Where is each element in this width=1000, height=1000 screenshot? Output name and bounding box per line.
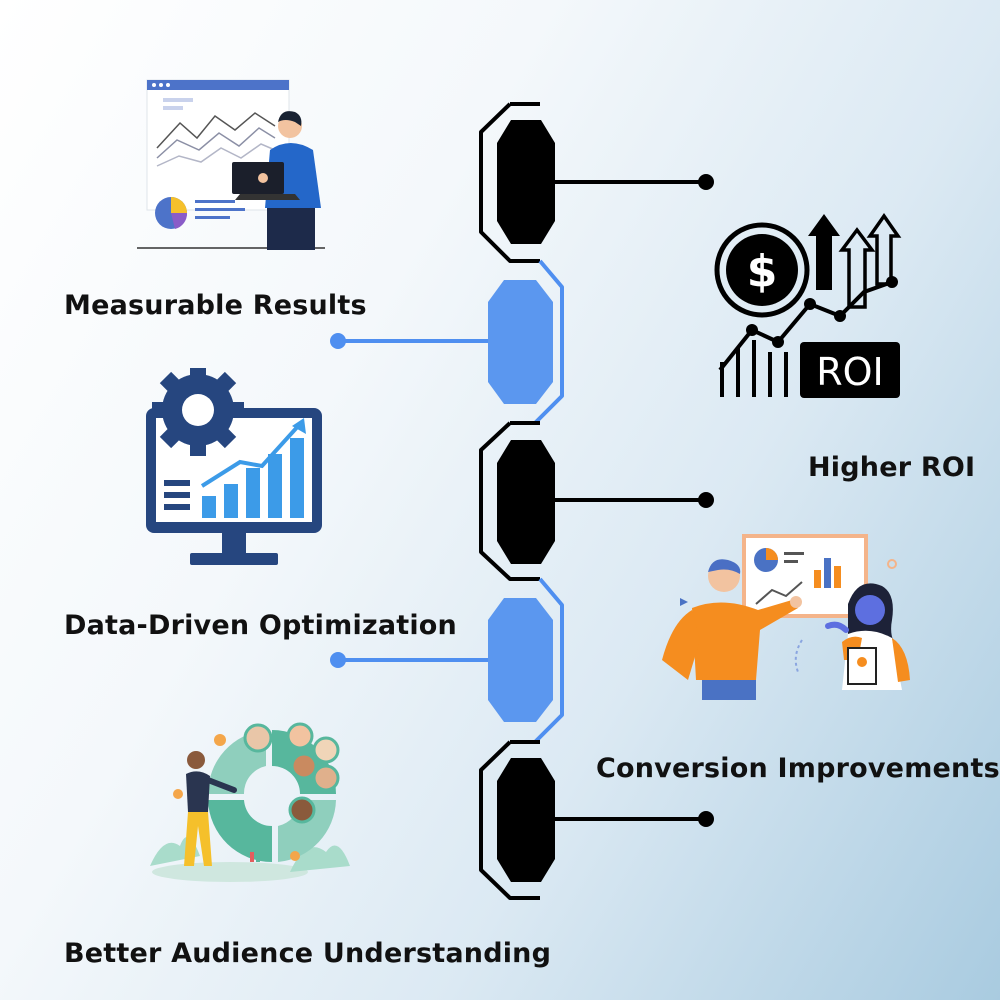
bracket-5 xyxy=(479,740,540,900)
bracket-1 xyxy=(479,102,540,263)
gear-monitor-chart-icon xyxy=(146,368,322,565)
bracket-2 xyxy=(533,259,564,425)
node-5 xyxy=(497,758,555,882)
connector-dot-5 xyxy=(698,811,714,827)
node-4 xyxy=(488,598,553,722)
benefit-label-conversion-improvements: Conversion Improvements xyxy=(596,753,1000,784)
connector-dot-3 xyxy=(698,492,714,508)
node-1 xyxy=(497,120,555,244)
benefit-label-measurable-results: Measurable Results xyxy=(64,290,367,321)
analyst-laptop-icon xyxy=(137,79,325,250)
connector-dot-4 xyxy=(330,652,346,668)
benefit-label-higher-roi: Higher ROI xyxy=(808,452,976,483)
roi-money-icon: $ ROI xyxy=(714,212,902,398)
node-3 xyxy=(497,440,555,564)
node-2 xyxy=(488,280,553,404)
bracket-3 xyxy=(479,421,540,581)
bracket-4 xyxy=(533,577,564,744)
connector-dot-1 xyxy=(698,174,714,190)
roi-badge: ROI xyxy=(816,350,884,394)
chain-brackets xyxy=(479,102,564,900)
connector-dot-2 xyxy=(330,333,346,349)
benefit-label-data-driven-optimization: Data-Driven Optimization xyxy=(64,610,457,641)
audience-segments-icon xyxy=(150,722,350,882)
presentation-people-icon xyxy=(662,534,910,700)
benefit-label-better-audience-understanding: Better Audience Understanding xyxy=(64,938,552,969)
chain-nodes xyxy=(488,120,555,882)
connector-lines xyxy=(330,174,714,827)
currency-symbol: $ xyxy=(747,246,778,297)
